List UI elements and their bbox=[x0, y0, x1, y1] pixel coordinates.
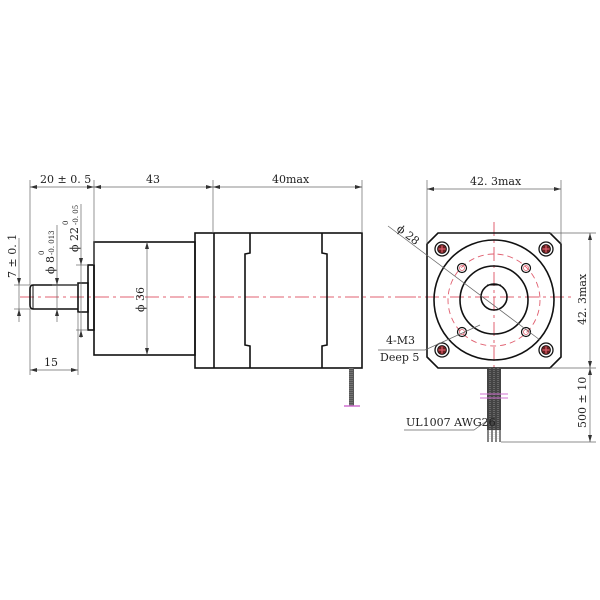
svg-text:-0. 013: -0. 013 bbox=[48, 230, 56, 255]
svg-text:0: 0 bbox=[38, 251, 46, 255]
note-text-mount-holes: 4-M3 bbox=[386, 334, 415, 347]
svg-text:-0. 05: -0. 05 bbox=[72, 205, 80, 225]
note-mount-holes: 4-M3 Deep 5 bbox=[378, 324, 481, 364]
note-text-mount-depth: Deep 5 bbox=[380, 351, 419, 364]
front-lead-wires bbox=[480, 368, 508, 442]
dim-gearbox-length: 43 bbox=[94, 173, 214, 233]
front-view: 42. 3max 42. 3max 500 ± 10 ϕ 28 4-M bbox=[378, 175, 596, 443]
side-view: 20 ± 0. 5 43 40max 15 bbox=[6, 173, 418, 407]
dim-shaft-diameter: ϕ 8 0 -0. 013 bbox=[38, 225, 78, 322]
dim-face-width: 42. 3max bbox=[426, 175, 562, 244]
corner-screws bbox=[434, 241, 554, 358]
note-wire-spec: UL1007 AWG26 bbox=[404, 416, 496, 431]
dim-text-motor-length: 40max bbox=[272, 173, 310, 186]
shaft-circle bbox=[480, 283, 508, 311]
pilot-circle bbox=[459, 265, 529, 335]
dim-shaft-exposed: 15 bbox=[29, 309, 79, 375]
dim-text-face-width: 42. 3max bbox=[470, 175, 522, 188]
note-text-wire-spec: UL1007 AWG26 bbox=[406, 416, 496, 429]
dim-text-bolt-circle: ϕ 28 bbox=[394, 222, 422, 248]
side-lead-wires bbox=[344, 368, 360, 407]
dim-text-shaft-total: 20 ± 0. 5 bbox=[40, 173, 91, 186]
bolt-circle bbox=[447, 253, 541, 347]
output-shaft bbox=[29, 284, 78, 310]
dim-text-pilot-diameter: ϕ 22 bbox=[68, 227, 81, 252]
dim-lead-length: 500 ± 10 bbox=[501, 368, 596, 443]
motor-stator-right bbox=[321, 233, 328, 368]
dim-text-shaft-flat: 7 ± 0. 1 bbox=[6, 234, 19, 278]
motor-body bbox=[194, 232, 363, 369]
dim-face-height: 42. 3max bbox=[550, 232, 596, 369]
dim-gearbox-diameter: ϕ 36 bbox=[134, 242, 149, 355]
face-outer-circle bbox=[433, 239, 555, 361]
dim-bolt-circle: ϕ 28 bbox=[387, 222, 541, 341]
screw-icon bbox=[538, 241, 554, 257]
motor-stator-left bbox=[244, 233, 251, 368]
dim-motor-length: 40max bbox=[213, 173, 363, 233]
svg-text:0: 0 bbox=[62, 221, 70, 225]
screw-icon bbox=[434, 342, 450, 358]
screw-icon bbox=[434, 241, 450, 257]
dim-text-face-height: 42. 3max bbox=[576, 273, 589, 325]
dim-text-shaft-diameter: ϕ 8 bbox=[44, 256, 57, 274]
dim-text-gearbox-length: 43 bbox=[146, 173, 160, 186]
m3-holes bbox=[456, 262, 532, 338]
dim-text-lead-length: 500 ± 10 bbox=[576, 377, 589, 428]
dim-shaft-flat: 7 ± 0. 1 bbox=[6, 234, 30, 322]
dim-shaft-total: 20 ± 0. 5 bbox=[29, 173, 95, 285]
dim-pilot-diameter: ϕ 22 0 -0. 05 bbox=[62, 204, 88, 338]
screw-icon bbox=[538, 342, 554, 358]
dim-text-shaft-exposed: 15 bbox=[44, 356, 58, 369]
dim-text-gearbox-diameter: ϕ 36 bbox=[134, 287, 147, 312]
